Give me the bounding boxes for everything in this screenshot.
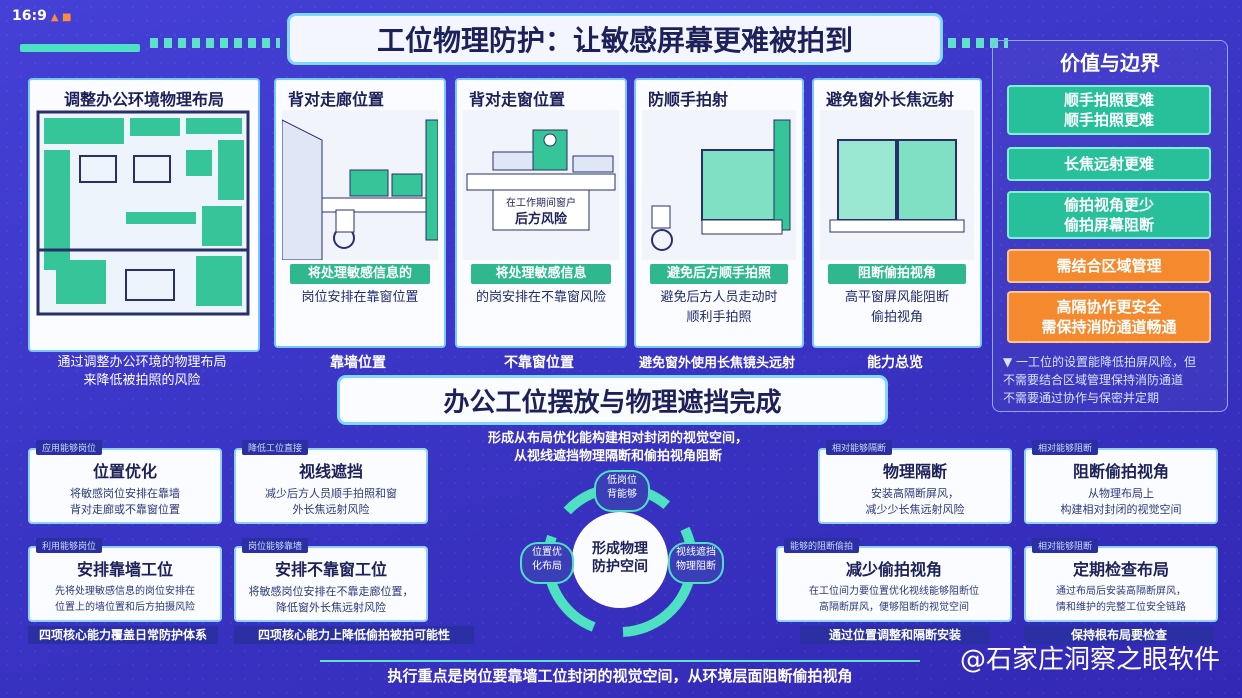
card-title: 定期检查布局 [1072, 560, 1169, 579]
card-title: 安排靠墙工位 [76, 560, 173, 579]
card-sightline: 降低工位直接 视线遮挡 减少后方人员顺手拍照和窗 外长焦远射风险 [234, 440, 428, 524]
deco-bar [20, 44, 140, 52]
panel-corridor: 背对走廊位置 将处理敏感信息的 岗位安排在靠窗位置 [274, 78, 446, 348]
side-title: 价值与边界 [1060, 51, 1160, 75]
panel-highlight: 将处理敏感信息的 [290, 264, 430, 284]
corridor-desk-illustration [282, 110, 438, 260]
card-block-angle: 相对能够阻断 阻断偷拍视角 从物理布局上 构建相对封闭的视觉空间 [1024, 440, 1218, 524]
card-tag: 利用能够岗位 [36, 538, 103, 553]
panel-title: 背对走窗位置 [469, 90, 566, 109]
card-wall-seat: 利用能够岗位 安排靠墙工位 先将处理敏感信息的岗位安排在 位置上的墙位置和后方拍… [28, 538, 222, 622]
card-title: 位置优化 [92, 462, 157, 481]
card-periodic-check: 相对能够阻断 定期检查布局 通过布局后安装高隔断屏风， 情和维护的完整工位安全链… [1024, 538, 1218, 622]
card-tag: 相对能够阻断 [1032, 538, 1099, 553]
deco-stripes-right [948, 38, 1008, 48]
card-tag: 降低工位直接 [242, 440, 309, 455]
cycle-center: 形成物理 防护空间 [592, 541, 648, 575]
card-desc: 先将处理敏感信息的岗位安排在 位置上的墙位置和后方拍摄风险 [55, 586, 195, 613]
side-item-zone: 需结合区域管理 [1007, 249, 1211, 283]
panel-layout-caption: 通过调整办公环境的物理布局 来降低被拍照的风险 [57, 355, 227, 388]
card-desc: 从物理布局上 构建相对封闭的视觉空间 [1060, 487, 1182, 516]
card-tag: 岗位能够靠墙 [242, 538, 309, 553]
panel-sub: 高平窗屏风能阻断 偷拍视角 [844, 290, 949, 325]
panel-corridor-label: 靠墙位置 [330, 355, 386, 371]
card-desc: 将敏感岗位安排在不靠走廊位置， 降低窗外长焦远射风险 [248, 585, 414, 614]
card-desc: 通过布局后安装高隔断屏风， 情和维护的完整工位安全链路 [1056, 586, 1186, 613]
value-boundary-panel: 价值与边界 顺手拍照更难 顺手拍照更难 长焦远射更难 偷拍视角更少 偷拍屏幕阻断… [992, 40, 1228, 412]
partition-desk-illustration [642, 110, 796, 260]
card-title: 视线遮挡 [298, 462, 363, 481]
side-item-telephoto: 长焦远射更难 [1007, 147, 1211, 181]
card-title: 安排不靠窗工位 [274, 560, 387, 579]
foot-bar-2: 四项核心能力上降低偷拍被拍可能性 [234, 626, 474, 644]
card-title: 减少偷拍视角 [845, 560, 942, 579]
card-reduce-angle: 能够的阻断偷拍 减少偷拍视角 在工位间力要位置优化视线能够阻断位 高隔断屏风，便… [776, 538, 1012, 622]
panel-window-label: 不靠窗位置 [504, 355, 574, 371]
foot-bar-1: 四项核心能力覆盖日常防护体系 [28, 626, 218, 644]
card-title: 阻断偷拍视角 [1072, 462, 1169, 481]
panel-window: 背对走窗位置 在工作期间窗户 后方风险 将处理敏感信息 的岗安排在不靠窗风险 [455, 78, 627, 348]
panel-highlight: 将处理敏感信息 [471, 264, 611, 284]
card-title: 物理隔断 [882, 462, 947, 481]
panel-highlight: 阻断偷拍视角 [828, 264, 966, 284]
side-item-snapshot: 顺手拍照更难 顺手拍照更难 [1007, 85, 1211, 135]
section-title: 办公工位摆放与物理遮挡完成 [340, 378, 885, 422]
foot-bar-4: 保持根布局要检查 [1024, 626, 1214, 644]
protection-cycle: 形成物理 防护空间 低岗位 背能够 位置优 化布局 视线遮挡 物理阻断 [520, 470, 724, 650]
sign-line-1: 在工作期间窗户 [506, 196, 576, 209]
panel-title: 调整办公环境物理布局 [63, 90, 224, 109]
card-desc: 在工位间力要位置优化视线能够阻断位 高隔断屏风，便够阻断的视觉空间 [809, 586, 979, 613]
panel-sub: 避免后方人员走动时 顺利手拍照 [660, 290, 778, 325]
card-partition: 相对能够隔断 物理隔断 安装高隔断屏风， 减少少长焦远射风险 [818, 440, 1012, 524]
panel-snapshot-label: 避免窗外使用长焦镜头远射 [638, 356, 795, 371]
panel-sub: 岗位安排在靠窗位置 [301, 290, 419, 305]
panel-title: 背对走廊位置 [288, 90, 385, 109]
bottom-summary: 执行重点是岗位要靠墙工位封闭的视觉空间，从环境层面阻断偷拍视角 [320, 660, 920, 688]
panel-layout: 调整办公环境物理布局 [28, 78, 260, 352]
card-tag: 相对能够隔断 [826, 440, 893, 455]
side-item-fire-exit: 高隔协作更安全 需保持消防通道畅通 [1007, 291, 1211, 343]
card-tag: 相对能够阻断 [1032, 440, 1099, 455]
main-title: 工位物理防护：让敏感屏幕更难被拍到 [290, 16, 940, 62]
panel-title: 防顺手拍射 [648, 90, 729, 109]
screen-partition-illustration [820, 110, 974, 260]
front-desk-illustration: 在工作期间窗户 后方风险 [463, 110, 619, 260]
panel-telephoto: 避免窗外长焦远射 阻断偷拍视角 高平窗屏风能阻断 偷拍视角 [812, 78, 982, 348]
foot-bar-3: 通过位置调整和隔断安装 [800, 626, 990, 644]
deco-stripes-left [150, 38, 280, 48]
aspect-label: 16:9▲ ■ [12, 8, 72, 24]
panel-title: 避免窗外长焦远射 [826, 90, 955, 109]
cycle-node-top: 低岗位 背能够 [594, 470, 650, 512]
card-no-window-seat: 岗位能够靠墙 安排不靠窗工位 将敏感岗位安排在不靠走廊位置， 降低窗外长焦远射风… [234, 538, 428, 622]
card-desc: 减少后方人员顺手拍照和窗 外长焦远射风险 [265, 487, 397, 516]
card-tag: 应用能够岗位 [36, 440, 103, 455]
card-tag: 能够的阻断偷拍 [784, 538, 860, 553]
cycle-node-left: 位置优 化布局 [520, 542, 574, 584]
section-subtitle: 形成从布局优化能构建相对封闭的视觉空间， 从视线遮挡物理隔断和偷拍视角阻断 [487, 431, 748, 464]
side-note: ▼ 一工位的设置能降低拍屏风险，但 不需要结合区域管理保持消防通道 不需要通过协… [1003, 355, 1197, 405]
panel-telephoto-label: 能力总览 [867, 355, 923, 371]
panel-snapshot: 防顺手拍射 避免后方顺手拍照 避免后方人员走动时 顺利手拍照 [634, 78, 804, 348]
panel-sub: 的岗安排在不靠窗风险 [475, 290, 606, 305]
watermark: @石家庄洞察之眼软件 [959, 645, 1220, 675]
floor-plan-illustration [36, 110, 250, 316]
card-desc: 将敏感岗位安排在靠墙 背对走廊或不靠窗位置 [70, 487, 180, 516]
panel-highlight: 避免后方顺手拍照 [650, 264, 788, 284]
card-position: 应用能够岗位 位置优化 将敏感岗位安排在靠墙 背对走廊或不靠窗位置 [28, 440, 222, 524]
cycle-node-right: 视线遮挡 物理阻断 [668, 542, 724, 584]
card-desc: 安装高隔断屏风， 减少少长焦远射风险 [865, 487, 965, 516]
side-item-angle: 偷拍视角更少 偷拍屏幕阻断 [1007, 191, 1211, 239]
sign-line-2: 后方风险 [515, 211, 568, 227]
